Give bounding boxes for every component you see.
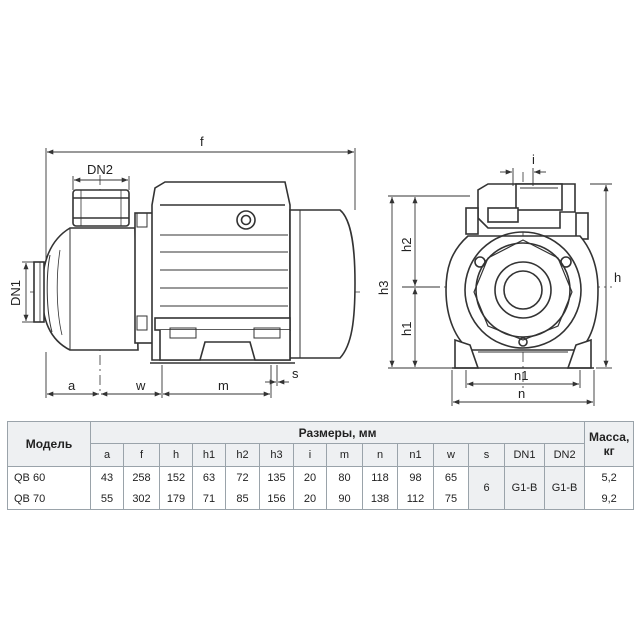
table-cell: 75 [433, 488, 469, 510]
table-cell: 63 [192, 466, 226, 488]
dim-label-h2: h2 [399, 238, 414, 252]
model-header: Модель [7, 421, 91, 467]
dim-label-h: h [614, 270, 621, 285]
col-header: f [123, 443, 160, 467]
mass-header: Масса, кг [584, 421, 635, 467]
dim-label-n: n [518, 386, 525, 401]
dim-label-n1: n1 [514, 368, 528, 383]
shared-dn2-cell: G1-B [543, 466, 586, 510]
table-subheader-row: a f h h1 h2 h3 i m n n1 w s DN1 DN2 [8, 443, 634, 467]
col-header: DN1 [504, 443, 545, 467]
table-row: QB 70 55 302 179 71 85 156 20 90 138 112… [7, 488, 635, 510]
col-header: h3 [259, 443, 294, 467]
col-header: n [362, 443, 398, 467]
table-cell: 258 [123, 466, 160, 488]
col-header: i [293, 443, 327, 467]
specs-table: Модель Размеры, мм Масса, кг a f h h1 h2… [7, 421, 635, 510]
col-header: n1 [397, 443, 434, 467]
col-header: a [90, 443, 124, 467]
dim-label-a: a [68, 378, 76, 393]
dim-label-h3: h3 [376, 281, 391, 295]
table-cell: 65 [433, 466, 469, 488]
col-header: h1 [192, 443, 226, 467]
col-header: m [326, 443, 363, 467]
dim-label-i: i [532, 152, 535, 167]
table-cell: 43 [90, 466, 124, 488]
table-cell: 112 [397, 488, 434, 510]
table-cell: 98 [397, 466, 434, 488]
dim-label-m: m [218, 378, 229, 393]
dim-label-dn2: DN2 [87, 162, 113, 177]
front-view [410, 172, 612, 390]
table-cell: 138 [362, 488, 398, 510]
col-header: DN2 [543, 443, 586, 467]
table-cell: 156 [259, 488, 294, 510]
table-cell: 302 [123, 488, 160, 510]
table-cell: 20 [293, 488, 327, 510]
table-cell: 80 [326, 466, 363, 488]
shared-s-cell: 6 [468, 466, 505, 510]
dim-label-dn1: DN1 [8, 280, 23, 306]
model-cell: QB 70 [7, 488, 91, 510]
table-cell: 55 [90, 488, 124, 510]
pump-drawing: f DN2 DN1 a w m s i h3 h2 h1 h n1 n [8, 134, 621, 406]
col-header: s [468, 443, 505, 467]
side-dimensions [22, 148, 356, 398]
table-cell: 85 [225, 488, 260, 510]
col-header: w [433, 443, 469, 467]
table-cell: 152 [159, 466, 193, 488]
table-cell: 72 [225, 466, 260, 488]
mass-cell: 9,2 [584, 488, 635, 510]
table-cell: 179 [159, 488, 193, 510]
dim-label-s: s [292, 366, 299, 381]
dim-label-f: f [200, 134, 204, 149]
dim-label-h1: h1 [399, 322, 414, 336]
table-cell: 135 [259, 466, 294, 488]
dims-header: Размеры, мм [89, 421, 586, 444]
side-view [30, 175, 360, 395]
col-header: h2 [225, 443, 260, 467]
table-cell: 71 [192, 488, 226, 510]
front-dimensions [388, 168, 612, 406]
col-header: h [159, 443, 193, 467]
table-cell: 118 [362, 466, 398, 488]
mass-cell: 5,2 [584, 466, 635, 488]
table-cell: 20 [293, 466, 327, 488]
model-cell: QB 60 [7, 466, 91, 488]
table-header-row: Модель Размеры, мм Масса, кг [7, 421, 635, 467]
shared-dn1-cell: G1-B [504, 466, 545, 510]
dim-label-w: w [135, 378, 146, 393]
table-cell: 90 [326, 488, 363, 510]
table-row: QB 60 43 258 152 63 72 135 20 80 118 98 … [7, 466, 635, 510]
